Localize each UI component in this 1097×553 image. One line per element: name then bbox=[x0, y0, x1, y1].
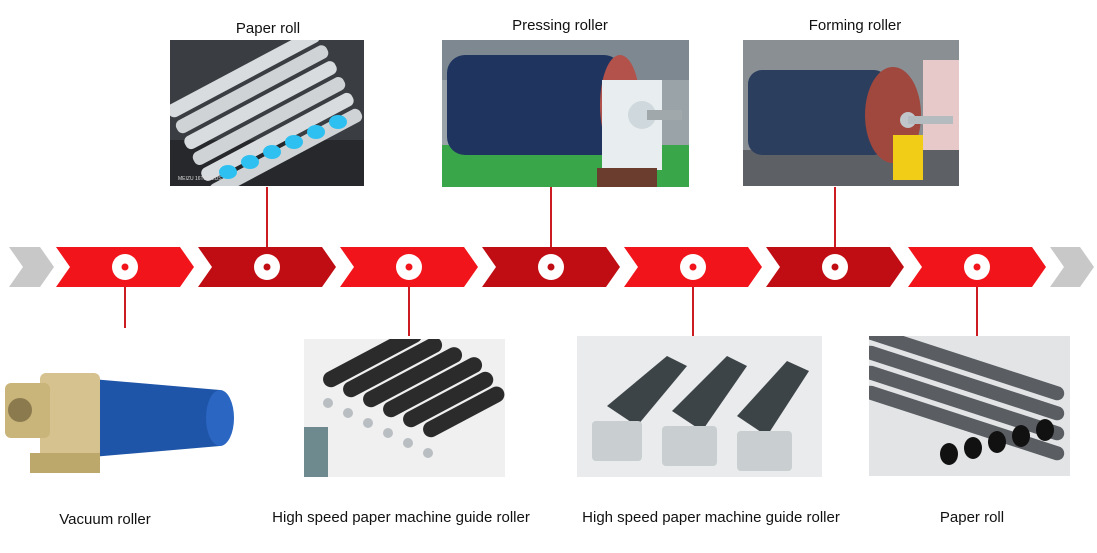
label-guide-roller-2: High speed paper machine guide roller bbox=[582, 509, 840, 526]
photo-paper-roll-top: MEIZU 16TH PLUS bbox=[170, 40, 364, 186]
photo-paper-roll-bottom bbox=[869, 336, 1070, 476]
photo-caption: MEIZU 16TH PLUS bbox=[178, 176, 222, 182]
label-pressing-roller: Pressing roller bbox=[512, 17, 608, 34]
circle-dot-icon bbox=[538, 254, 564, 280]
circle-dot-icon bbox=[964, 254, 990, 280]
photo-forming-roller bbox=[743, 40, 959, 186]
photo-guide-roller-1 bbox=[304, 339, 505, 477]
timeline-arrow-bar bbox=[9, 247, 1094, 287]
circle-dot-icon bbox=[822, 254, 848, 280]
label-vacuum-roller: Vacuum roller bbox=[59, 511, 151, 528]
connector-guide-roller-1 bbox=[408, 280, 410, 336]
circle-dot-icon bbox=[254, 254, 280, 280]
label-paper-roll-top: Paper roll bbox=[235, 20, 301, 37]
photo-pressing-roller bbox=[442, 40, 689, 187]
label-guide-roller-1: High speed paper machine guide roller bbox=[272, 509, 530, 526]
connector-pressing-roller bbox=[550, 187, 552, 255]
timeline-grey-end bbox=[1050, 247, 1094, 287]
connector-vacuum-roller bbox=[124, 280, 126, 328]
circle-dot-icon bbox=[680, 254, 706, 280]
timeline-grey-start bbox=[9, 247, 54, 287]
connector-guide-roller-2 bbox=[692, 280, 694, 336]
circle-dot-icon bbox=[396, 254, 422, 280]
connector-paper-roll-bottom bbox=[976, 280, 978, 336]
connector-paper-roll-top bbox=[266, 187, 268, 255]
photo-guide-roller-2 bbox=[577, 336, 822, 477]
circle-dot-icon bbox=[112, 254, 138, 280]
photo-vacuum-roller bbox=[0, 338, 244, 478]
connector-forming-roller bbox=[834, 187, 836, 255]
label-paper-roll-bottom: Paper roll bbox=[939, 509, 1005, 526]
label-forming-roller: Forming roller bbox=[808, 17, 902, 34]
